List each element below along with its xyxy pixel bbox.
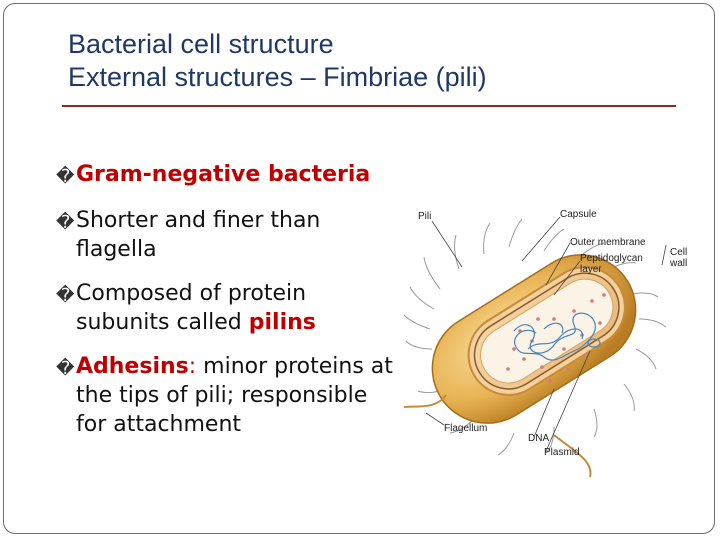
label-plasmid: Plasmid <box>544 447 580 458</box>
adhesins-highlight: Adhesins <box>76 354 189 379</box>
bullet-text: Composed of protein subunits called pili… <box>76 279 404 337</box>
label-outer-membrane: Outer membrane <box>570 237 646 248</box>
bullet-text-part: Composed of protein subunits called <box>76 281 307 335</box>
bullet-text: Gram-negative bacteria <box>76 162 371 187</box>
bullet-icon: � <box>56 166 75 187</box>
bullet-icon: � <box>56 285 75 306</box>
bullet-adhesins: � Adhesins: minor proteins at the tips o… <box>56 352 404 439</box>
title-divider <box>62 105 676 107</box>
slide: Bacterial cell structure External struct… <box>3 3 715 534</box>
pilins-highlight: pilins <box>248 310 316 335</box>
label-wall: wall <box>669 258 687 269</box>
slide-title: Bacterial cell structure <box>68 29 334 59</box>
bacterial-cell-diagram: Pili Capsule Outer membrane Peptidoglyca… <box>404 209 687 478</box>
bullet-text: Adhesins: minor proteins at the tips of … <box>76 352 404 439</box>
bullet-text-part: minor proteins at the tips of pili; resp… <box>76 354 393 437</box>
bullet-icon: � <box>56 212 75 233</box>
label-peptidoglycan: Peptidoglycan <box>580 253 643 264</box>
plasmid-ring <box>587 338 601 348</box>
label-capsule: Capsule <box>560 209 597 220</box>
bullet-composed: � Composed of protein subunits called pi… <box>56 279 404 337</box>
flagellum-strand <box>404 394 447 408</box>
bullet-gram-negative: � Gram-negative bacteria <box>56 160 404 191</box>
bullet-icon: � <box>56 358 75 379</box>
dna-nucleoid <box>513 312 596 361</box>
label-pili: Pili <box>418 211 431 222</box>
slide-subtitle: External structures – Fimbriae (pili) <box>68 62 487 92</box>
label-layer: layer <box>580 264 602 275</box>
bullet-list: � Gram-negative bacteria � Shorter and f… <box>56 160 404 454</box>
label-flagellum: Flagellum <box>444 423 487 434</box>
bullet-shorter: � Shorter and finer than flagella <box>56 206 404 264</box>
bullet-text: Shorter and finer than flagella <box>76 208 321 262</box>
leader-lines <box>425 216 667 452</box>
title-block: Bacterial cell structure External struct… <box>68 28 487 94</box>
label-cell: Cell <box>670 247 687 258</box>
adhesins-colon: : <box>188 354 197 379</box>
cell-body <box>431 254 637 424</box>
label-dna: DNA <box>528 433 549 444</box>
flagellum-tail <box>553 434 592 478</box>
